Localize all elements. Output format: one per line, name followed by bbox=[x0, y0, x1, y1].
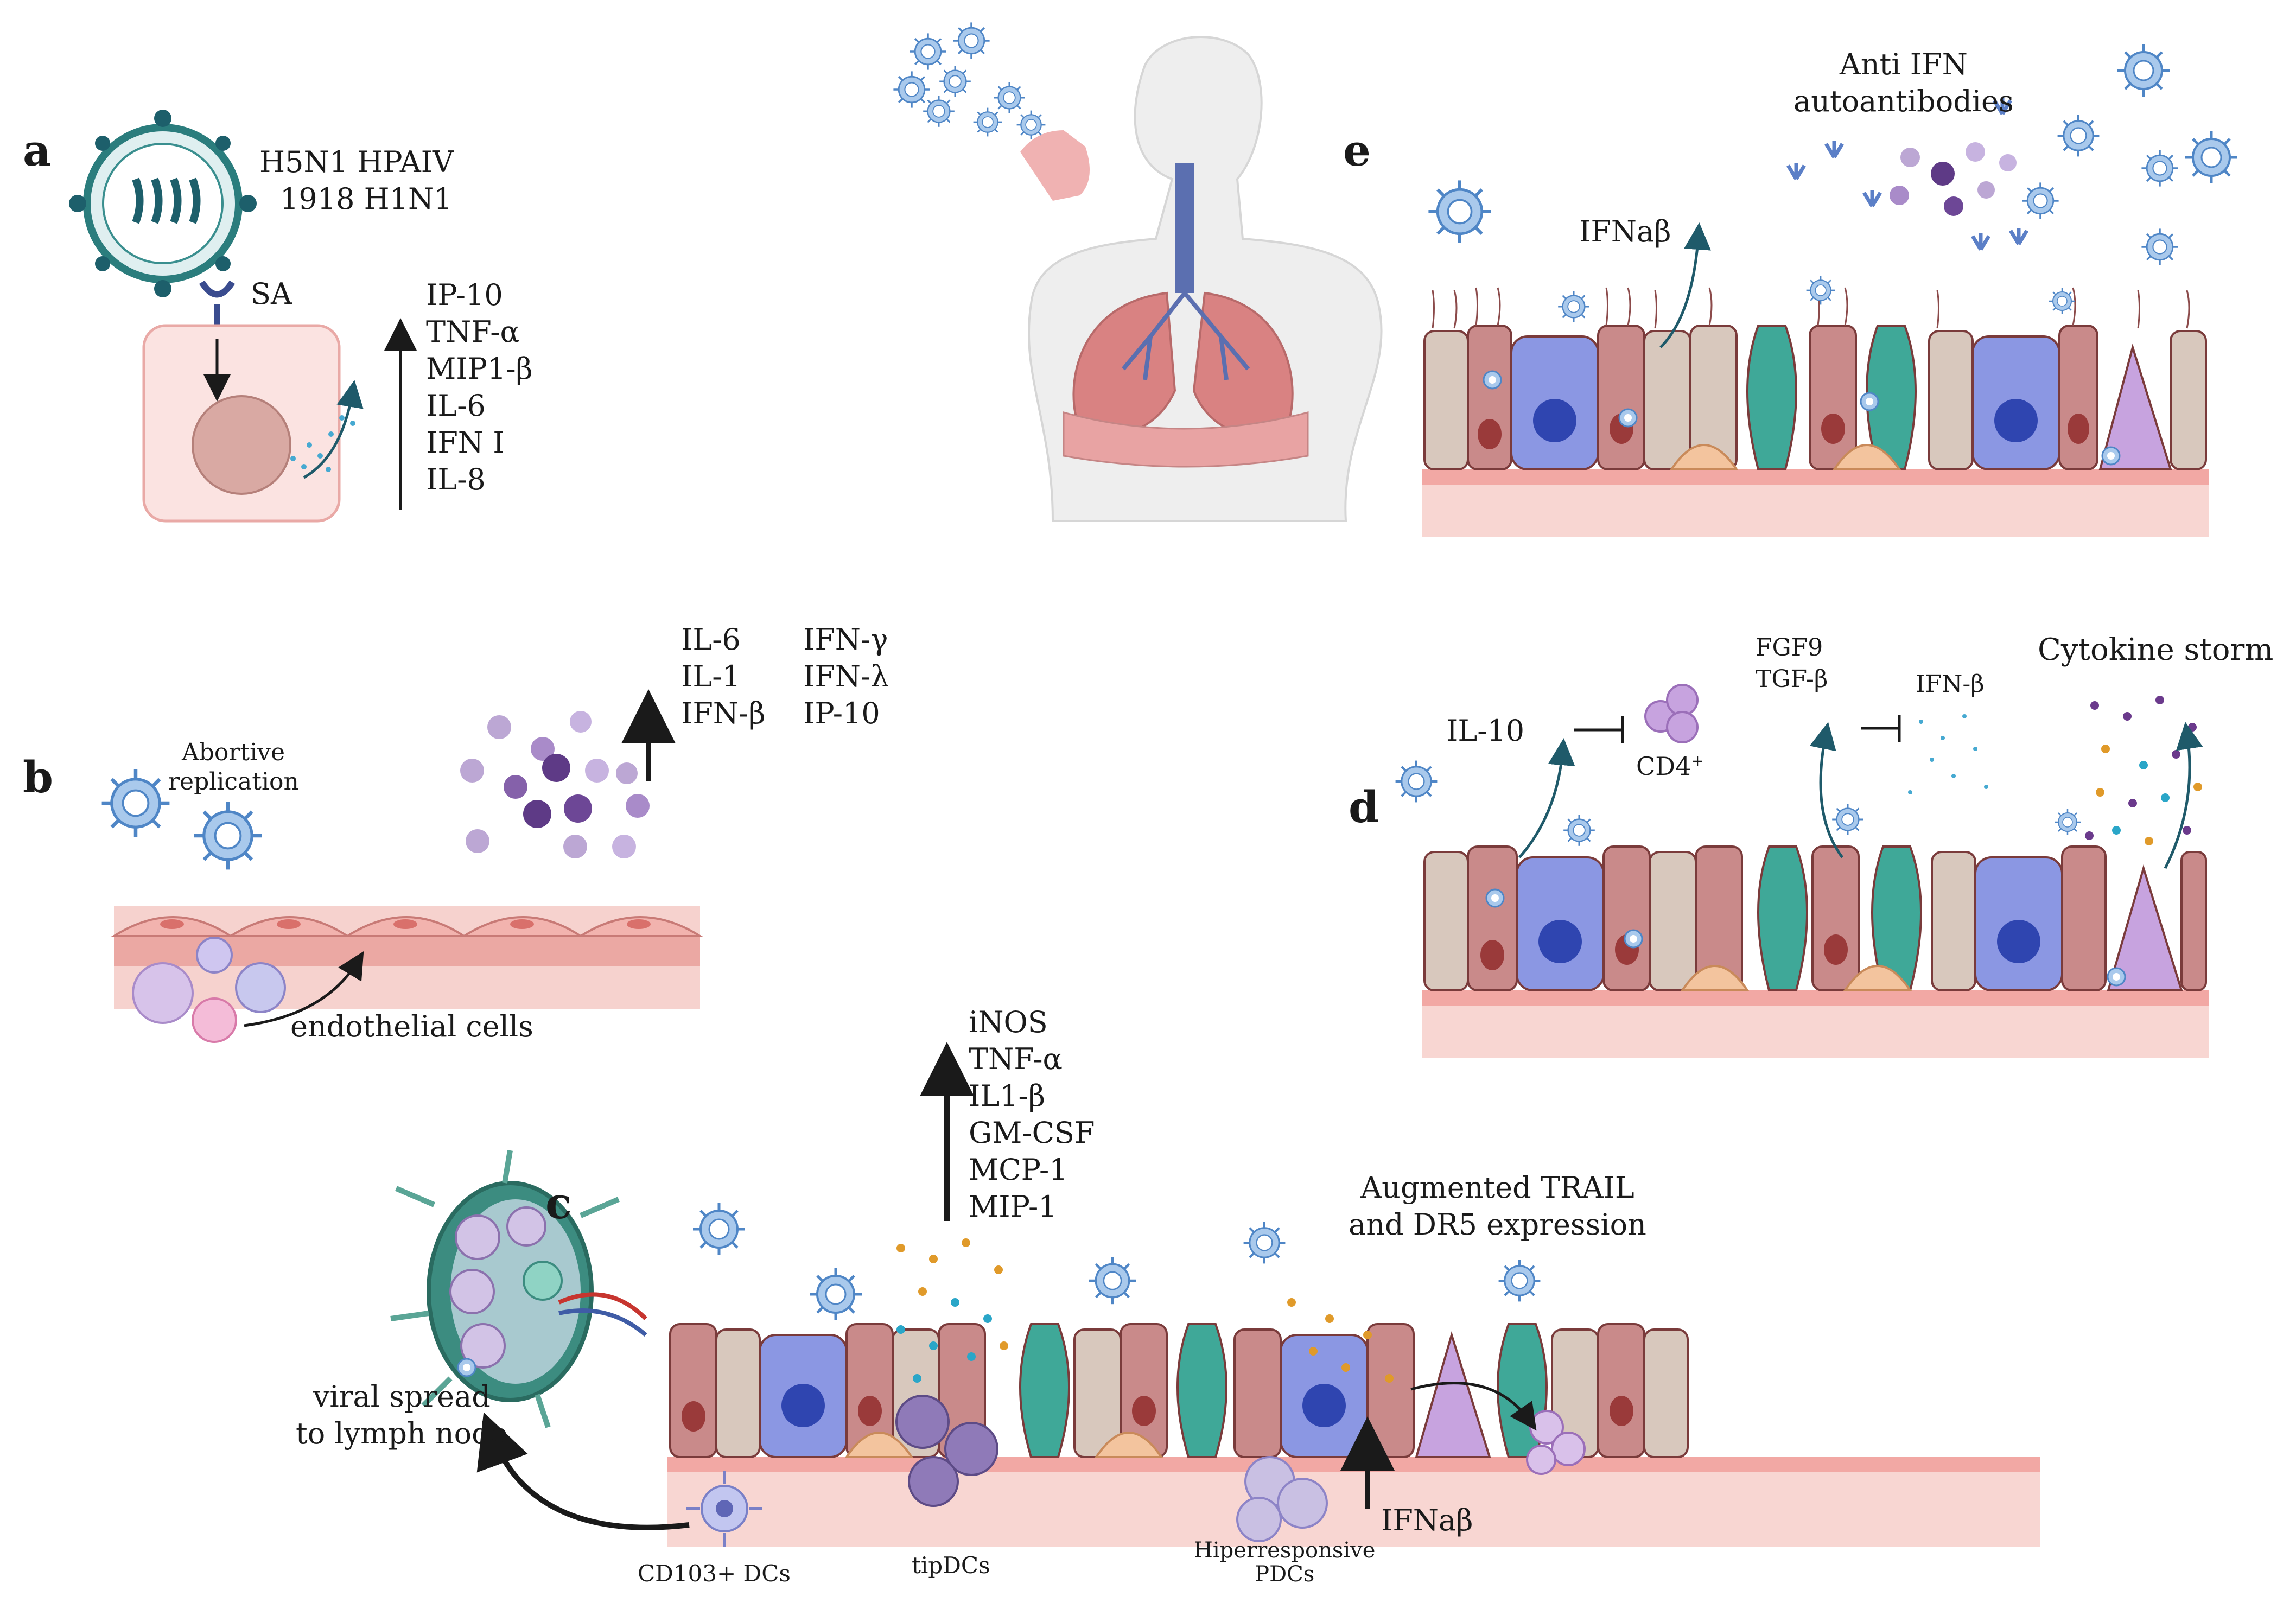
apoptotic-cells bbox=[1526, 1410, 1586, 1475]
cytokine-item: IP-10 bbox=[803, 696, 880, 730]
cytokine-item: GM-CSF bbox=[969, 1116, 1095, 1150]
panel-c-cytokine-list: iNOS TNF-α IL1-β GM-CSF MCP-1 MIP-1 bbox=[969, 1004, 1095, 1225]
cd103-dc bbox=[686, 1471, 762, 1547]
sialic-acid-label: SA bbox=[251, 277, 292, 311]
panel-e-letter: e bbox=[1343, 125, 1371, 176]
cd103-dc-label: CD103+ DCs bbox=[638, 1560, 791, 1587]
ifn-beta-label-d: IFN-β bbox=[1916, 670, 1985, 698]
autoantibodies-line1: Anti IFN bbox=[1839, 47, 1968, 81]
autoantibodies-line2: autoantibodies bbox=[1793, 84, 2014, 118]
trail-label-line2: and DR5 expression bbox=[1349, 1207, 1646, 1242]
cytokine-storm-dots bbox=[2085, 696, 2202, 845]
cytokine-item: IP-10 bbox=[426, 278, 503, 312]
autoantibody-cluster bbox=[1786, 98, 2029, 251]
cytokine-item: IFN-γ bbox=[803, 622, 888, 657]
pdc-label-line2: PDCs bbox=[1255, 1562, 1315, 1587]
cytokine-item: IFN-λ bbox=[803, 659, 889, 694]
cytokine-item: IFN-β bbox=[681, 696, 766, 730]
cytokine-item: IL-6 bbox=[681, 622, 741, 657]
lymph-node bbox=[390, 1150, 647, 1428]
panel-c-letter: c bbox=[545, 1178, 572, 1229]
cytokine-item: IFN I bbox=[426, 425, 505, 460]
cytokine-item: TNF-α bbox=[969, 1042, 1063, 1076]
viral-spread-line1: viral spread bbox=[313, 1379, 491, 1414]
pdc-label-line1: Hiperresponsive bbox=[1194, 1538, 1376, 1563]
growth-factor-list: FGF9 TGF-β bbox=[1756, 632, 1828, 695]
il10-label: IL-10 bbox=[1446, 714, 1525, 748]
cytokine-dots-c bbox=[896, 1238, 1394, 1383]
ifn-ab-label-c: IFNaβ bbox=[1381, 1503, 1473, 1537]
panel-b-graphic bbox=[102, 689, 704, 1043]
cytokine-item: MCP-1 bbox=[969, 1153, 1068, 1187]
panel-a-letter: a bbox=[23, 125, 51, 176]
cd4-label: CD4+ bbox=[1636, 752, 1704, 781]
growth-factor-item: TGF-β bbox=[1756, 665, 1828, 693]
tipdc-label: tipDCs bbox=[912, 1552, 990, 1579]
cytokine-item: MIP-1 bbox=[969, 1190, 1057, 1224]
panel-b-cytokine-col1: IL-6 IL-1 IFN-β bbox=[681, 621, 766, 732]
cytokine-item: IL-8 bbox=[426, 462, 486, 497]
cytokine-item: IL-6 bbox=[426, 389, 486, 423]
cytokine-item: MIP1-β bbox=[426, 352, 533, 386]
panel-d-letter: d bbox=[1349, 781, 1379, 832]
cytokine-item: IL-1 bbox=[681, 659, 741, 694]
viral-spread-line2: to lymph node bbox=[296, 1416, 508, 1451]
panel-a-cytokine-list: IP-10 TNF-α MIP1-β IL-6 IFN I IL-8 bbox=[426, 277, 533, 498]
growth-factor-item: FGF9 bbox=[1756, 634, 1823, 662]
pdc-label: Hiperresponsive PDCs bbox=[1194, 1538, 1375, 1586]
panel-e-graphic bbox=[1422, 44, 2237, 537]
virus-strain-h5n1: H5N1 HPAIV bbox=[259, 145, 454, 179]
cd4-cell-cluster bbox=[1644, 684, 1699, 743]
ifn-beta-dots bbox=[1908, 714, 1988, 794]
virus-strain-list: H5N1 HPAIV 1918 H1N1 bbox=[259, 144, 454, 218]
cytokine-item: iNOS bbox=[969, 1005, 1048, 1039]
autoantibodies-label: Anti IFN autoantibodies bbox=[1793, 46, 2014, 120]
endothelial-cells-label: endothelial cells bbox=[290, 1009, 533, 1044]
cytokine-item: TNF-α bbox=[426, 315, 520, 349]
cytokine-cluster-b bbox=[460, 711, 650, 858]
tipdc-cells bbox=[895, 1395, 998, 1507]
panel-b-letter: b bbox=[23, 752, 53, 803]
trail-dr5-label: Augmented TRAIL and DR5 expression bbox=[1349, 1169, 1646, 1243]
ifn-ab-label-e: IFNaβ bbox=[1579, 214, 1671, 249]
abortive-replication-label: Abortive replication bbox=[168, 739, 299, 796]
cd4-superscript: + bbox=[1691, 752, 1704, 770]
cytokine-storm-label: Cytokine storm bbox=[2038, 632, 2274, 667]
panel-b-cytokine-col2: IFN-γ IFN-λ IP-10 bbox=[803, 621, 889, 732]
panel-c-graphic bbox=[390, 1042, 2040, 1547]
virus-strain-1918: 1918 H1N1 bbox=[280, 182, 453, 216]
cd4-label-text: CD4 bbox=[1636, 752, 1691, 781]
human-body-illustration bbox=[892, 21, 1383, 522]
trail-label-line1: Augmented TRAIL bbox=[1360, 1171, 1634, 1205]
panel-a-graphic bbox=[69, 110, 417, 523]
cytokine-item: IL1-β bbox=[969, 1079, 1046, 1113]
viral-spread-label: viral spread to lymph node bbox=[296, 1378, 508, 1452]
pdc-cells bbox=[1236, 1456, 1328, 1542]
panel-d-graphic bbox=[1396, 684, 2209, 1058]
